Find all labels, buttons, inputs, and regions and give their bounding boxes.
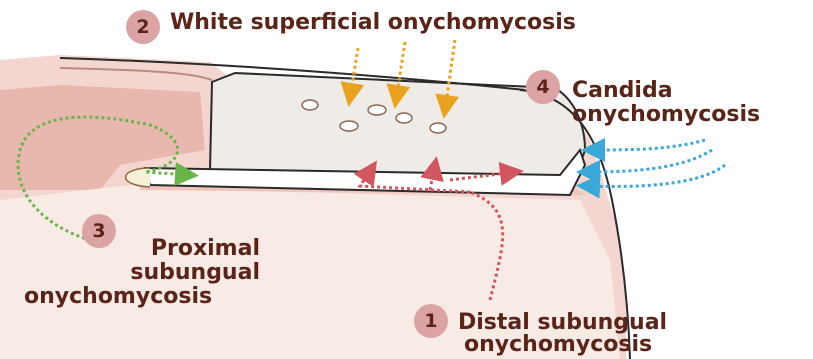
label-white-superficial: White superficial onychomycosis xyxy=(170,12,576,34)
label-number-badge: 3 xyxy=(82,214,116,248)
label-candida-line1: Candida xyxy=(572,80,673,102)
label-distal-line1: Distal subungual xyxy=(458,312,667,334)
arrows-candida xyxy=(585,140,725,187)
label-candida-line2: onychomycosis xyxy=(572,104,760,126)
label-proximal-line1: Proximal xyxy=(120,238,260,260)
label-distal-line2: onychomycosis xyxy=(464,334,652,356)
label-number-badge: 4 xyxy=(526,70,560,104)
label-number-badge: 1 xyxy=(414,304,448,338)
label-proximal-line2: subungual xyxy=(100,262,260,284)
label-proximal-line3: onychomycosis xyxy=(24,286,212,308)
label-number-badge: 2 xyxy=(126,10,160,44)
